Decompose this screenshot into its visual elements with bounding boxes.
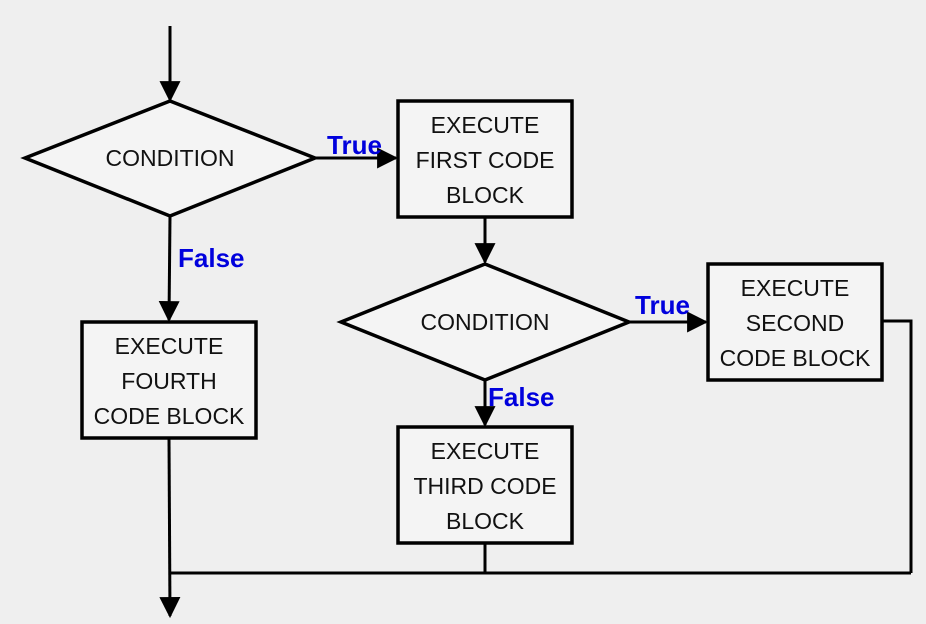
- third-block-line-2: THIRD CODE: [413, 473, 556, 499]
- condition-2-label: CONDITION: [420, 309, 549, 335]
- condition-diamond-2: [336, 262, 634, 382]
- fourth-code-block: [80, 320, 258, 440]
- fourth-block-line-2: FOURTH: [121, 368, 216, 394]
- condition-1-label: CONDITION: [105, 145, 234, 171]
- c1-true-label: True: [327, 130, 382, 160]
- second-block-return-line: [882, 319, 913, 573]
- second-block-line-1: EXECUTE: [741, 275, 850, 301]
- second-block-line-3: CODE BLOCK: [720, 345, 871, 371]
- first-block-line-1: EXECUTE: [431, 112, 540, 138]
- third-code-block: [396, 425, 574, 545]
- exit-arrow: [159, 437, 181, 619]
- first-block-line-2: FIRST CODE: [416, 147, 555, 173]
- third-block-line-1: EXECUTE: [431, 438, 540, 464]
- fourth-block-line-3: CODE BLOCK: [94, 403, 245, 429]
- second-block-line-2: SECOND: [746, 310, 844, 336]
- second-code-block: [706, 262, 884, 382]
- first-code-block: [396, 99, 574, 219]
- first-block-line-3: BLOCK: [446, 182, 525, 208]
- condition-diamond-1: [20, 99, 320, 218]
- c1-false-label: False: [178, 243, 245, 273]
- c1-false-arrow: [158, 215, 180, 323]
- third-block-line-3: BLOCK: [446, 508, 525, 534]
- fourth-block-line-1: EXECUTE: [115, 333, 224, 359]
- c2-false-label: False: [488, 382, 555, 412]
- c2-true-label: True: [635, 290, 690, 320]
